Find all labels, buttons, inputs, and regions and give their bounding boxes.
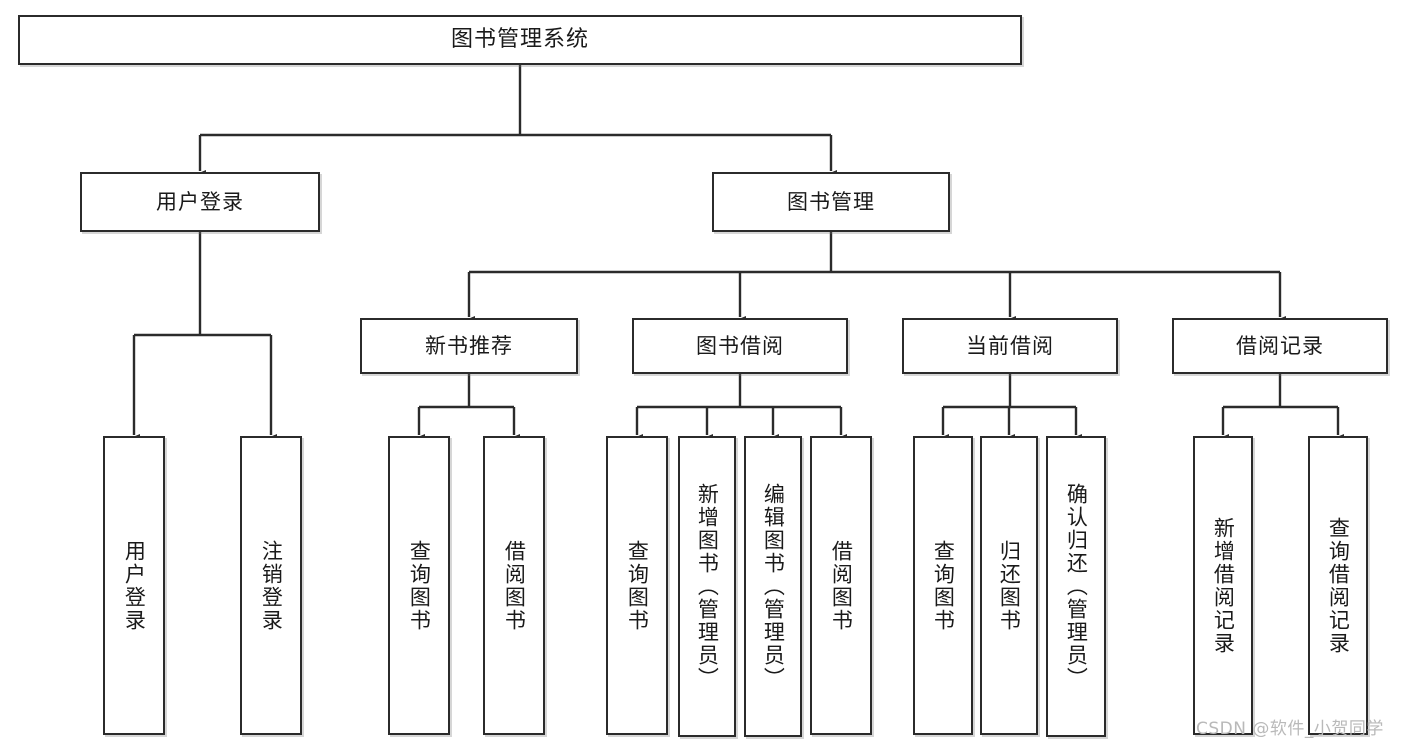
node-newbooks[interactable]: 新书推荐 — [360, 318, 578, 374]
node-label: 借阅图书 — [829, 539, 854, 632]
node-label: 归还图书 — [997, 539, 1022, 632]
node-leaf-borrow-1[interactable]: 查询图书 — [606, 436, 668, 735]
watermark-text: CSDN @软件_小贺同学 — [1196, 719, 1384, 739]
node-leaf-borrow-3[interactable]: 编辑图书（管理员） — [744, 436, 802, 737]
node-label: 查询借阅记录 — [1326, 516, 1351, 655]
node-label: 新书推荐 — [425, 333, 513, 358]
node-label: 借阅图书 — [502, 539, 527, 632]
node-leaf-new-2[interactable]: 借阅图书 — [483, 436, 545, 735]
node-label: 图书管理系统 — [450, 27, 589, 53]
node-leaf-cur-2[interactable]: 归还图书 — [980, 436, 1038, 735]
node-label: 新增借阅记录 — [1211, 516, 1236, 655]
node-label: 当前借阅 — [966, 333, 1054, 358]
node-label: 图书借阅 — [696, 333, 784, 358]
node-bookmgmt[interactable]: 图书管理 — [712, 172, 950, 232]
node-root[interactable]: 图书管理系统 — [18, 15, 1022, 65]
node-label: 用户登录 — [156, 189, 244, 214]
node-label: 查询图书 — [407, 539, 432, 632]
node-borrow[interactable]: 图书借阅 — [632, 318, 848, 374]
connector-lines — [128, 65, 1344, 444]
node-label: 确认归还（管理员） — [1064, 483, 1089, 690]
node-current[interactable]: 当前借阅 — [902, 318, 1118, 374]
node-leaf-cur-1[interactable]: 查询图书 — [913, 436, 973, 735]
node-label: 注销登录 — [259, 539, 284, 632]
node-label: 查询图书 — [625, 539, 650, 632]
node-label: 编辑图书（管理员） — [761, 483, 786, 690]
node-label: 新增图书（管理员） — [695, 483, 720, 690]
node-leaf-borrow-4[interactable]: 借阅图书 — [810, 436, 872, 735]
node-records[interactable]: 借阅记录 — [1172, 318, 1388, 374]
node-label: 借阅记录 — [1236, 333, 1324, 358]
node-leaf-new-1[interactable]: 查询图书 — [388, 436, 450, 735]
node-leaf-borrow-2[interactable]: 新增图书（管理员） — [678, 436, 736, 737]
node-leaf-rec-2[interactable]: 查询借阅记录 — [1308, 436, 1368, 735]
node-label: 用户登录 — [122, 539, 147, 632]
node-leaf-cur-3[interactable]: 确认归还（管理员） — [1046, 436, 1106, 737]
node-leaf-login-2[interactable]: 注销登录 — [240, 436, 302, 735]
node-login[interactable]: 用户登录 — [80, 172, 320, 232]
node-label: 查询图书 — [931, 539, 956, 632]
node-leaf-rec-1[interactable]: 新增借阅记录 — [1193, 436, 1253, 735]
node-leaf-login-1[interactable]: 用户登录 — [103, 436, 165, 735]
node-label: 图书管理 — [787, 189, 875, 214]
